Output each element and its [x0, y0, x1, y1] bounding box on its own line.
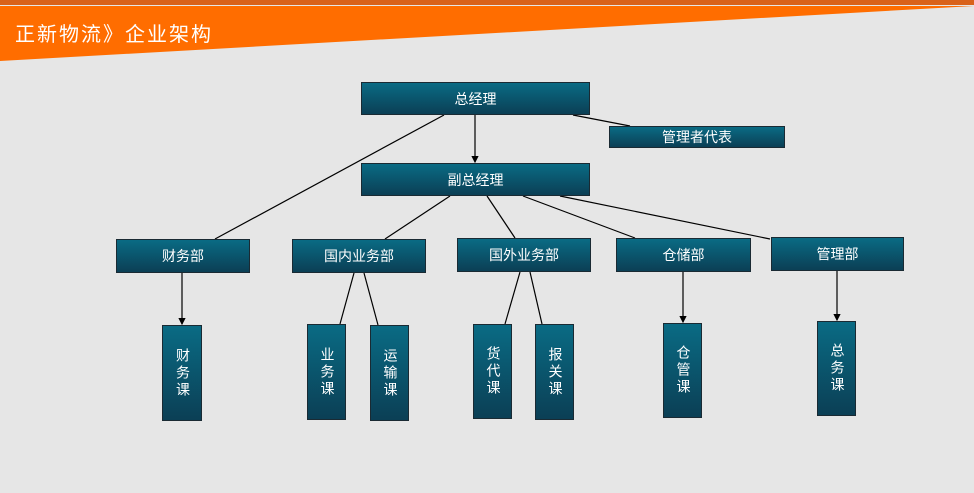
node-domestic-business-dept: 国内业务部	[292, 239, 426, 273]
node-finance-dept: 财务部	[116, 239, 250, 273]
header-banner	[0, 0, 974, 61]
label: 报关课	[546, 346, 563, 398]
node-finance-section: 财务课	[162, 325, 202, 421]
node-warehouse-section: 仓管课	[663, 323, 702, 418]
label: 业务课	[318, 346, 335, 398]
node-transport-section: 运输课	[370, 325, 409, 421]
node-warehouse-dept: 仓储部	[616, 238, 751, 272]
page-title: 正新物流》企业架构	[15, 22, 213, 46]
label: 总务课	[828, 343, 845, 394]
node-deputy-general-manager: 副总经理	[361, 163, 590, 196]
node-customs-section: 报关课	[535, 324, 574, 420]
node-business-section: 业务课	[307, 324, 346, 420]
node-management-representative: 管理者代表	[609, 126, 785, 148]
node-management-dept: 管理部	[771, 237, 904, 271]
node-general-manager: 总经理	[361, 82, 590, 115]
node-forwarding-section: 货代课	[473, 324, 512, 419]
label: 仓管课	[674, 345, 691, 396]
label: 货代课	[484, 346, 501, 397]
node-foreign-business-dept: 国外业务部	[457, 238, 591, 272]
label: 财务课	[174, 347, 190, 399]
node-general-affairs-section: 总务课	[817, 321, 856, 416]
label: 运输课	[381, 347, 398, 399]
